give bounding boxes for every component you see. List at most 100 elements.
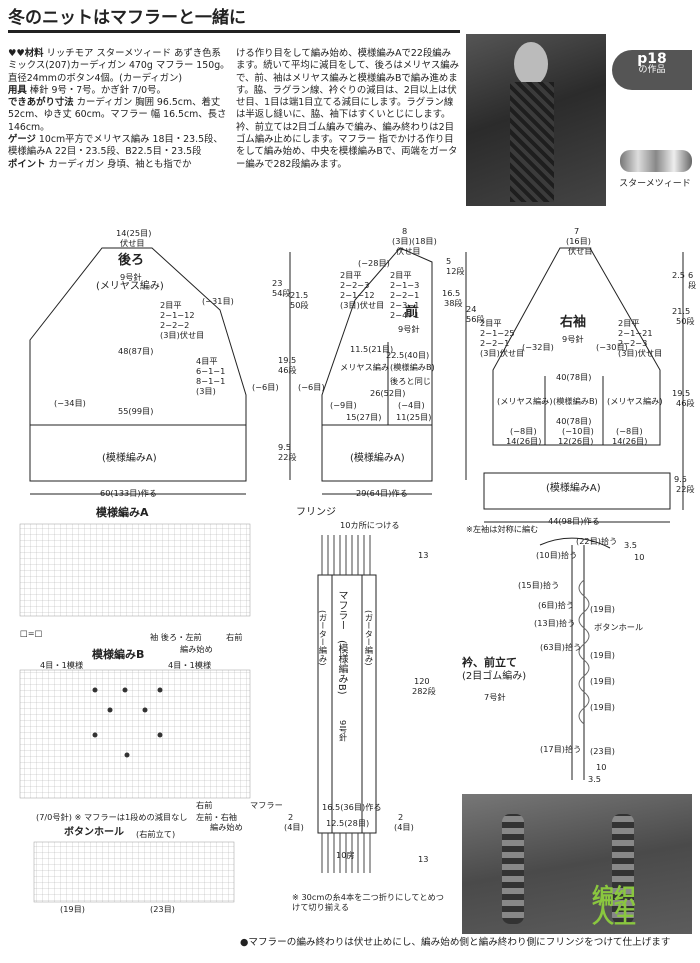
scarf-outline: [317, 574, 377, 834]
front-dim-a: 5: [446, 256, 452, 266]
back-neck-dec: (−31目): [202, 296, 234, 306]
sleeve-m10: (−10目): [562, 426, 594, 436]
tools-heading: 用具: [8, 84, 27, 96]
chart-b-grid: [19, 669, 251, 799]
materials-heading: ♥♥材料: [8, 48, 44, 59]
collar-n4: (6目)拾う: [538, 600, 575, 610]
sleeve-stitch-right: (メリヤス編み): [607, 396, 663, 406]
scarf-edge-right: 2: [398, 812, 404, 822]
size-heading: できあがり寸法: [8, 97, 74, 109]
yarn-sample-image: [620, 150, 692, 172]
collar-b2: 3.5: [588, 774, 602, 784]
chart-b-rep2: 4目・1模様: [168, 660, 212, 670]
scarf-needle: 9号針: [338, 720, 348, 742]
sleeve-top-note2: 伏せ目: [568, 246, 593, 256]
collar-curve: [539, 537, 611, 549]
front-band-label: (模様編みA): [350, 453, 405, 464]
page-number: p18: [637, 51, 667, 67]
collar-buttonhole: ボタンホール: [594, 622, 644, 632]
front-dim-c: 24: [466, 304, 477, 314]
chart-a-label2: 右前: [226, 632, 243, 642]
sleeve-m8b: (−8目): [616, 426, 643, 436]
sleeve-dim-c: 19.5: [672, 388, 691, 398]
front-dim-c-rows: 56段: [466, 314, 485, 324]
front-name: 前: [405, 305, 419, 320]
scarf-name: マフラー: [336, 590, 347, 630]
sleeve-dim-c-rows: 46段: [676, 398, 695, 408]
chart-b-title: 模様編みB: [92, 648, 145, 661]
sleeve-dim-b-rows: 50段: [676, 316, 695, 326]
front-band-outline: [321, 424, 433, 482]
buttonhole-left: (19目): [60, 904, 85, 914]
chart-b-label1: 右前: [196, 800, 213, 810]
gauge-text: 10cm平方でメリヤス編み 18目・23.5段、模様編みA 22目・23.5段、…: [8, 134, 223, 158]
yarn-label: スターメツィード: [619, 179, 691, 189]
scarf-w1: 16.5(36目)作る: [322, 802, 382, 812]
sleeve-band-outline: [483, 472, 671, 510]
collar-needle: 7号針: [484, 692, 506, 702]
back-needle: 9号針: [120, 272, 142, 282]
chart-a-legend: □=□: [20, 628, 43, 638]
sleeve-top: 7: [574, 226, 580, 236]
front-top: 8: [402, 226, 408, 236]
collar-n3: (15目)拾う: [518, 580, 560, 590]
collar-r6: (19目): [590, 676, 615, 686]
sleeve-name: 右袖: [560, 315, 587, 330]
size-text: カーディガン 胸囲 96.5cm、着丈 52cm、ゆき丈 60cm。マフラー 幅…: [8, 97, 227, 133]
scarf-side-left: (ガーター編み): [318, 610, 328, 666]
back-dim-low: 19.5: [278, 355, 297, 365]
collar-n6: (63目)拾う: [540, 642, 582, 652]
collar-r8: (23目): [590, 746, 615, 756]
back-dim-mid-rows: 50段: [290, 300, 309, 310]
scarf-edge-right2: (4目): [394, 822, 414, 832]
sleeve-outline: [492, 247, 661, 446]
back-dim-band-rows: 22段: [278, 452, 297, 462]
back-width-body: 48(87目): [118, 346, 154, 356]
chart-a-grid: [19, 523, 251, 617]
front-w3: 26(52目): [370, 388, 406, 398]
back-width-hem: 55(99目): [118, 406, 154, 416]
buttonhole-grid: [33, 841, 235, 903]
sleeve-cast: 44(98目)作る: [548, 516, 600, 526]
front-w5: 15(27目): [346, 412, 382, 422]
cardigan-detail-photo: [462, 794, 692, 934]
sleeve-top-note: (16目): [566, 236, 591, 246]
instructions-text: ける作り目をして編み始め、模様編みAで22段編みます。続いて平均に減目をして、後…: [236, 48, 460, 170]
front-top-note: (3目)(18目): [392, 236, 437, 246]
chart-a-start: 編み始め: [180, 644, 213, 654]
scarf-len-mid: 120: [414, 676, 430, 686]
scarf-footnote: ※ 30cmの糸4本を二つ折りにしてとめつけて切り揃える: [292, 892, 444, 912]
back-dim-upper: 23: [272, 278, 283, 288]
collar-n7: (17目)拾う: [540, 744, 582, 754]
back-dim-band: 9.5: [278, 442, 292, 452]
scarf-fringe-note: 10カ所につける: [340, 520, 400, 530]
back-name: 後ろ: [118, 253, 145, 268]
buttonhole-sub: (右前立て): [136, 829, 176, 839]
back-stitch: (メリヤス編み): [96, 281, 164, 292]
chart-b-rep1: 4目・1模様: [40, 660, 84, 670]
back-dim-low-rows: 46段: [278, 365, 297, 375]
point-heading: ポイント: [8, 158, 46, 170]
front-dim-b-rows: 38段: [444, 298, 463, 308]
materials-text: リッチモア スターメツィード あずき色系ミックス(207)カーディガン 470g…: [8, 48, 230, 84]
back-piece-outline: [29, 247, 247, 426]
collar-r2: 10: [634, 552, 645, 562]
sleeve-dim-a-rows: 6段: [688, 270, 697, 290]
front-minus4: (−4目): [398, 400, 425, 410]
front-dim-a-rows: 12段: [446, 266, 465, 276]
front-needle: 9号針: [398, 324, 420, 334]
buttonhole-title: ボタンホール: [64, 827, 124, 838]
back-side-right: (−6目): [252, 382, 279, 392]
page-caption: の作品: [638, 65, 666, 75]
collar-r7: (19目): [590, 702, 615, 712]
sleeve-m8a: (−8目): [510, 426, 537, 436]
sleeve-note: ※左袖は対称に編む: [466, 524, 539, 534]
gauge-heading: ゲージ: [8, 134, 36, 146]
scarf-edge-left: 2: [288, 812, 294, 822]
